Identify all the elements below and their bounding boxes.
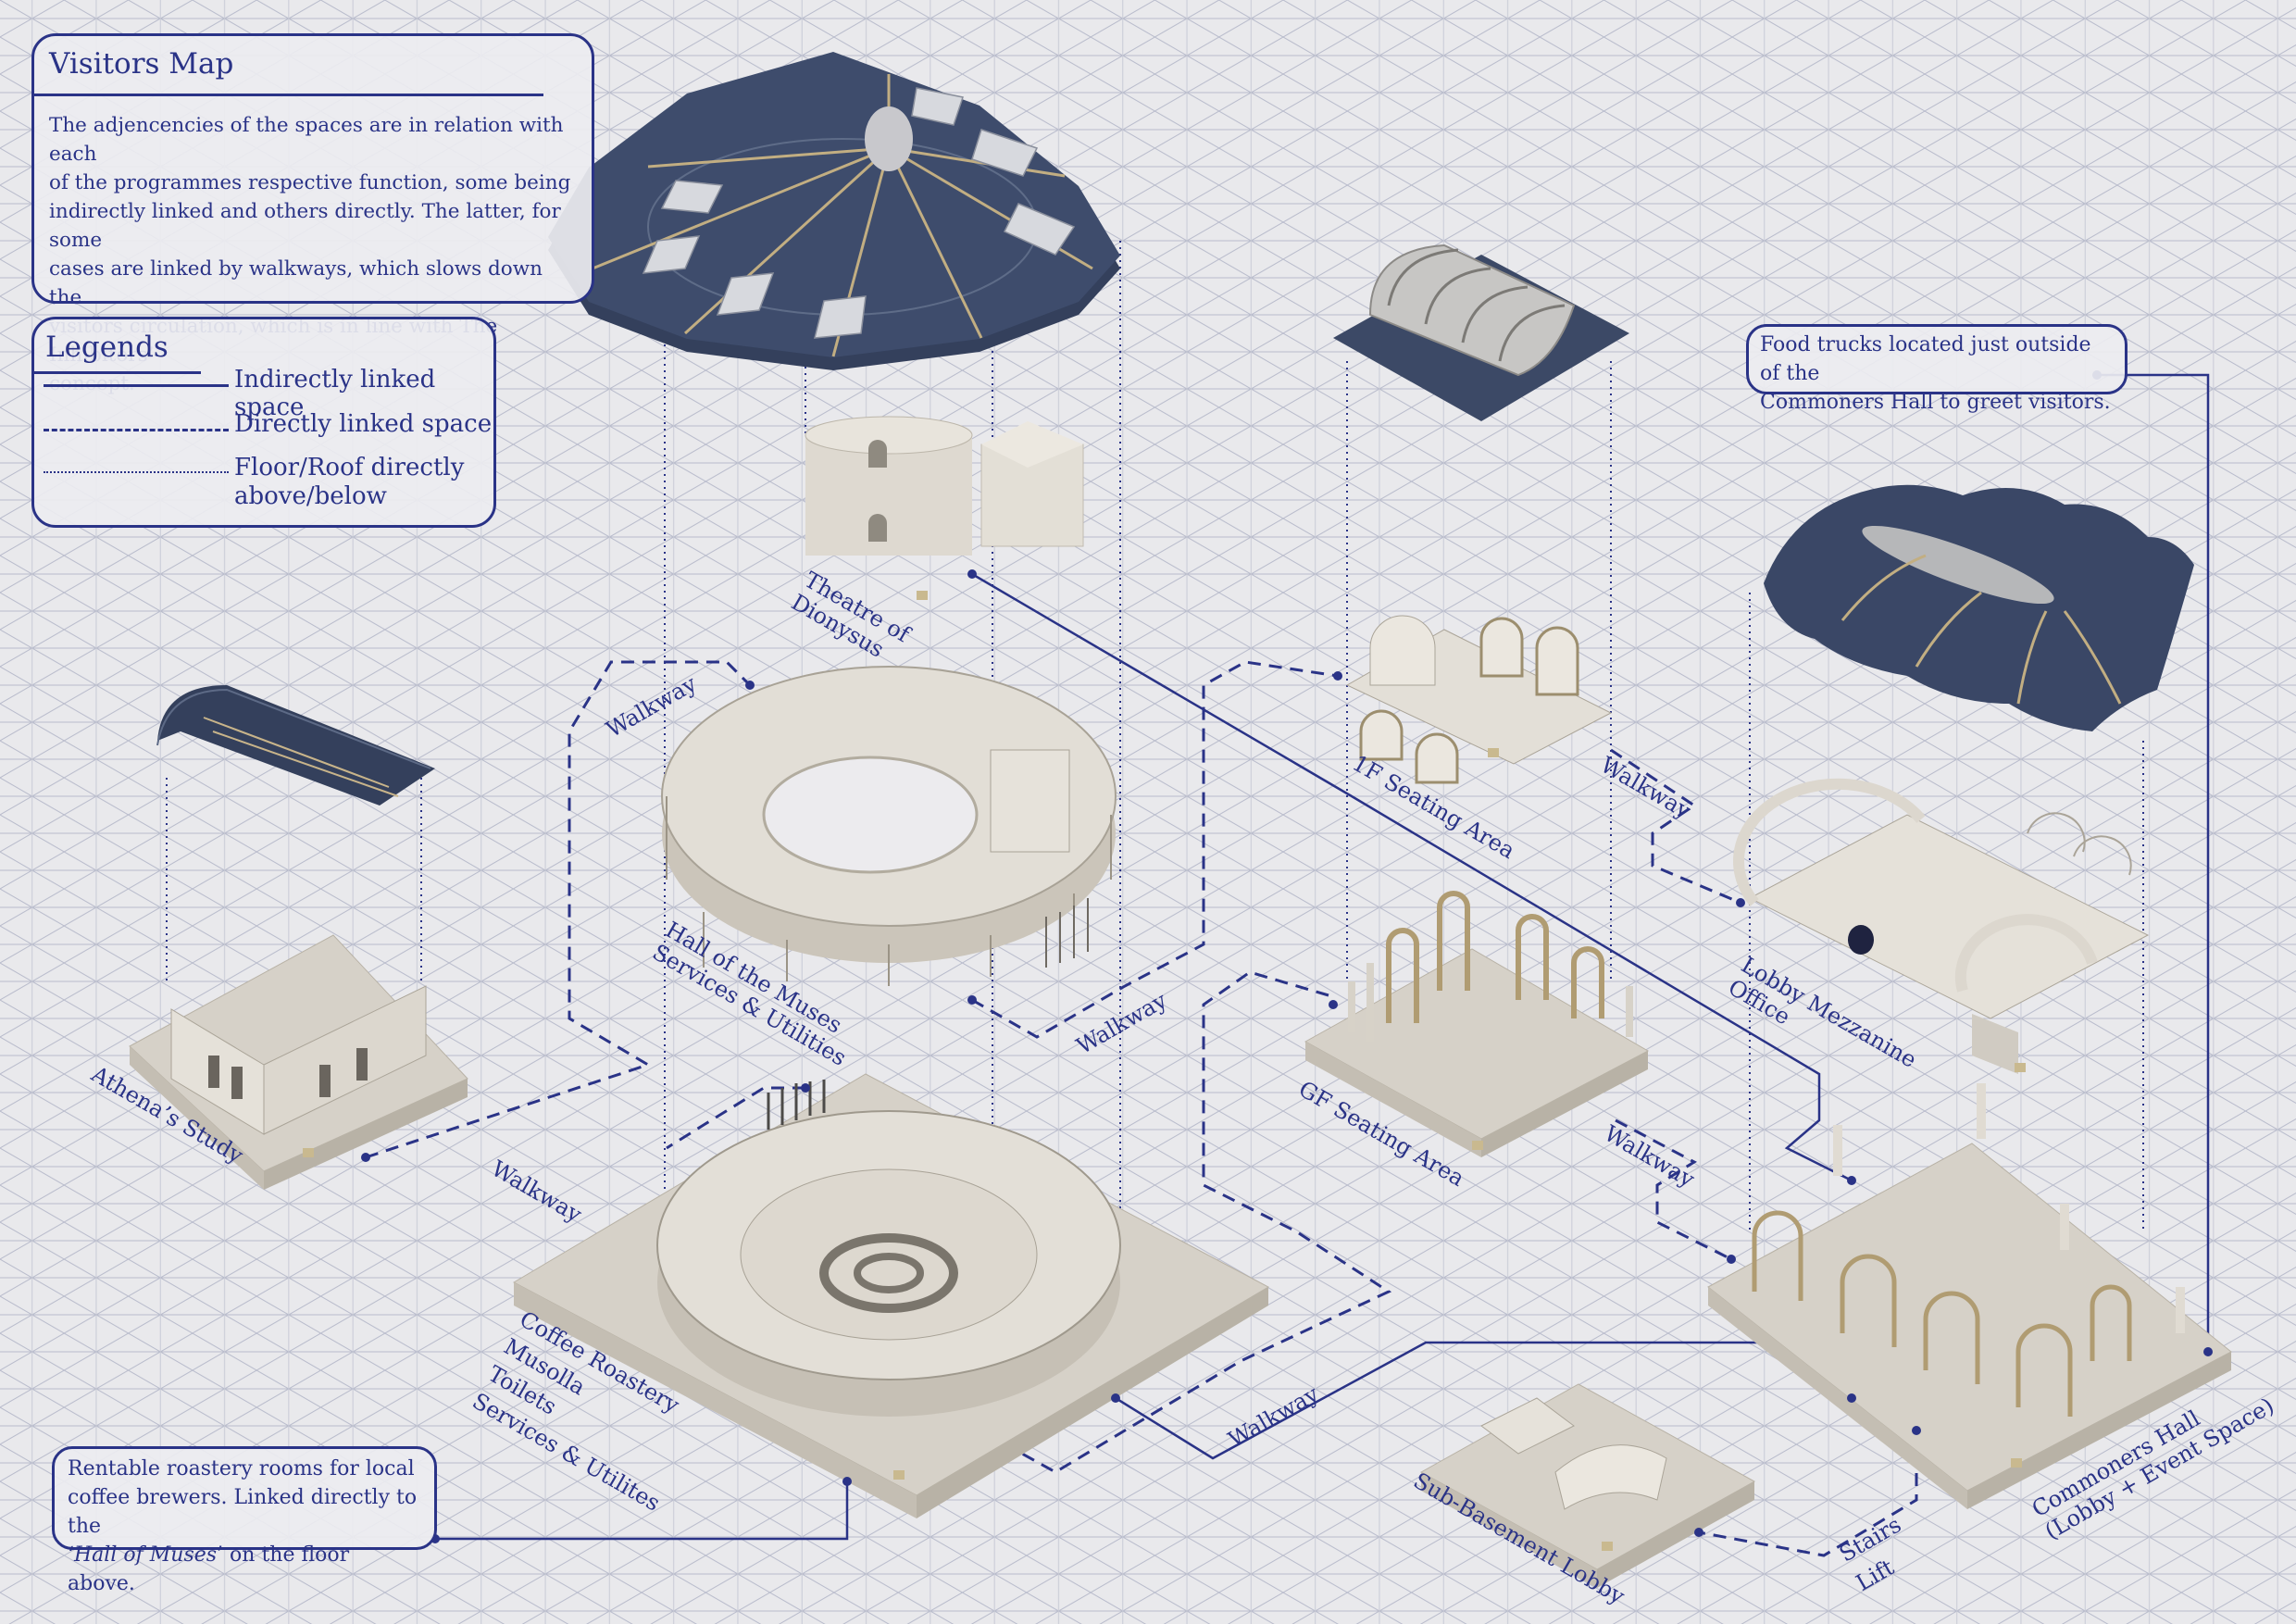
note-food-trucks-line-2: Commoners Hall to greet visitors. — [1760, 391, 2111, 414]
theatre-building — [805, 416, 1084, 556]
indirect-link-lines — [435, 373, 2210, 1541]
visitors-map-line-3: indirectly linked and others directly. T… — [49, 200, 561, 252]
visitors-map-title: Visitors Map — [49, 47, 234, 81]
legend-label-direct: Directly linked space — [234, 410, 493, 438]
legend-label-indirect: Indirectly linked space — [234, 366, 436, 421]
athena-study-roof — [156, 685, 435, 806]
note-roastery-open-quote: ‘ — [68, 1543, 74, 1567]
scale-markers — [303, 591, 2026, 1551]
legends-panel: Legends Indirectly linked space Directly… — [31, 317, 496, 528]
visitors-map-line-4: cases are linked by walkways, which slow… — [49, 257, 543, 309]
note-food-trucks: Food trucks located just outside of the … — [1746, 324, 2128, 414]
direct-link-lines — [365, 660, 1918, 1557]
seating-1f-roof — [1333, 244, 1629, 421]
note-roastery-tail: ’ on the floor above. — [68, 1543, 350, 1595]
note-roastery-line-2: coffee brewers. Linked directly to the — [68, 1486, 418, 1538]
visitors-map-line-2: of the programmes respective function, s… — [49, 171, 571, 194]
sub-basement-lobby-building — [1419, 1383, 1756, 1588]
lobby-mezzanine-building — [1733, 778, 2150, 1074]
floor-roof-projection-lines — [166, 241, 2144, 1231]
note-roastery-line-1: Rentable roastery rooms for local — [68, 1457, 415, 1480]
coffee-roastery-building — [512, 1073, 1270, 1518]
hall-of-muses-roof — [548, 52, 1120, 370]
legends-title: Legends — [45, 331, 168, 364]
legend-label-floor-roof: Floor/Roof directly above/below — [234, 454, 465, 510]
commoners-hall-building — [1707, 1083, 2232, 1509]
note-roastery-emphasis: Hall of Muses — [74, 1543, 218, 1567]
note-food-trucks-line-1: Food trucks located just outside of the — [1760, 333, 2091, 385]
hall-of-muses-building — [661, 666, 1117, 986]
visitors-map-panel: Visitors Map The adjencencies of the spa… — [31, 33, 594, 395]
note-roastery-line-3: ‘Hall of Muses’ on the floor above. — [68, 1541, 421, 1598]
visitors-map-line-1: The adjencencies of the spaces are in re… — [49, 114, 564, 166]
athena-study-building — [129, 934, 468, 1190]
note-roastery: Rentable roastery rooms for local coffee… — [52, 1446, 437, 1595]
legend-dotted-swatch — [44, 471, 229, 473]
commoners-hall-roof — [1764, 484, 2194, 731]
seating-1f-building — [1345, 615, 1613, 784]
seating-gf-building — [1304, 891, 1650, 1157]
legend-solid-swatch — [44, 384, 229, 387]
legend-divider — [34, 371, 201, 374]
legend-dashed-swatch — [44, 429, 229, 431]
